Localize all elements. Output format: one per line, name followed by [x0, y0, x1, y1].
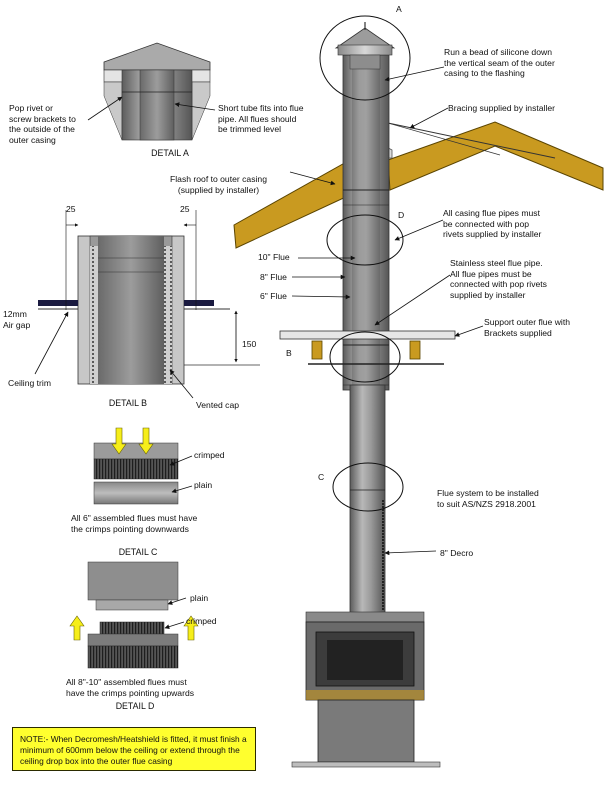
wood-stove — [291, 611, 441, 768]
short-tube-label: Short tube fits into flue pipe. All flue… — [218, 103, 304, 134]
detail-d-plain-label: plain — [190, 593, 209, 603]
ceiling-bracket-left — [311, 340, 323, 360]
letter-b: B — [286, 348, 292, 358]
circle-a — [319, 15, 411, 101]
detail-a-caption: DETAIL A — [151, 148, 189, 158]
yellow-arrow-up-2 — [183, 615, 199, 641]
main-flue-assembly — [233, 15, 604, 768]
detail-b-drawing — [38, 210, 260, 385]
lower-flue-pipe — [349, 384, 386, 618]
note-box: NOTE:- When Decromesh/Heatshield is fitt… — [12, 727, 256, 771]
circle-b — [329, 331, 401, 383]
ceiling-bracket-right — [409, 340, 421, 360]
casing-pipes-label: All casing flue pipes must be connected … — [443, 208, 542, 239]
circle-d — [326, 214, 404, 266]
detail-d-caption: DETAIL D — [115, 701, 155, 711]
detail-d-drawing — [69, 561, 199, 669]
flue-10-label: 10" Flue — [258, 252, 290, 262]
dim-left-25: 25 — [66, 204, 76, 214]
ceiling-trim-label: Ceiling trim — [8, 378, 51, 388]
flue-6-label: 6" Flue — [260, 291, 287, 301]
main-leaders — [289, 66, 484, 556]
letter-d: D — [398, 210, 405, 220]
flash-roof-label: Flash roof to outer casing (supplied by … — [170, 174, 267, 195]
detail-b-caption: DETAIL B — [108, 398, 148, 408]
yellow-arrow-down-2 — [138, 427, 154, 455]
support-label: Support outer flue with Brackets supplie… — [484, 317, 570, 338]
circle-c — [332, 462, 404, 512]
detail-d-crimped-label: crimped — [186, 616, 217, 626]
flue-8-label: 8" Flue — [260, 272, 287, 282]
vented-cap-label: Vented cap — [196, 400, 240, 410]
letter-a: A — [396, 4, 402, 14]
yellow-arrow-down-1 — [111, 427, 127, 455]
silicone-label: Run a bead of silicone down the vertical… — [444, 47, 555, 78]
yellow-arrow-up-1 — [69, 615, 85, 641]
air-gap-label: 12mm Air gap — [3, 309, 31, 330]
roof-right — [387, 121, 604, 191]
bracing-label: Bracing supplied by installer — [448, 103, 556, 113]
stainless-label: Stainless steel flue pipe. All flue pipe… — [450, 258, 547, 300]
letter-c: C — [318, 472, 325, 482]
detail-d-note: All 8"-10" assembled flues must have the… — [66, 677, 195, 698]
detail-c-drawing — [93, 427, 179, 505]
detail-a-drawing — [103, 42, 211, 141]
flue-system-label: Flue system to be installed to suit AS/N… — [437, 488, 539, 509]
detail-c-plain-label: plain — [194, 480, 213, 490]
pop-rivet-label: Pop rivet or screw brackets to the outsi… — [9, 103, 76, 145]
detail-c-note: All 6" assembled flues must have the cri… — [71, 513, 198, 534]
dim-right-25: 25 — [180, 204, 190, 214]
detail-c-caption: DETAIL C — [118, 547, 158, 557]
bracing-wire — [387, 122, 556, 159]
dim-150: 150 — [242, 339, 257, 349]
detail-c-crimped-label: crimped — [194, 450, 225, 460]
decro-label: 8" Decro — [440, 548, 474, 558]
